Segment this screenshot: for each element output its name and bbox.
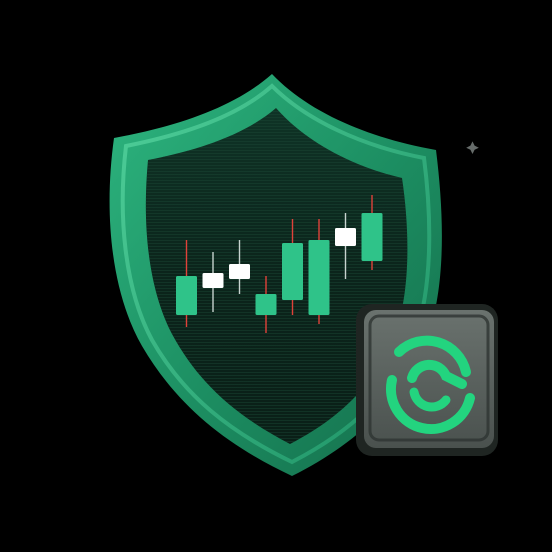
logo-outer-arc bbox=[394, 335, 471, 377]
badge-bevel bbox=[368, 314, 490, 442]
bull-candle bbox=[176, 276, 197, 315]
bull-candle bbox=[361, 213, 383, 261]
shield-rim-highlight bbox=[120, 83, 432, 465]
bull-candle bbox=[255, 294, 277, 315]
bull-candle bbox=[308, 240, 330, 315]
bull-candle bbox=[282, 243, 303, 300]
bear-candle bbox=[335, 228, 356, 246]
candlestick-chart-icon bbox=[176, 195, 383, 333]
c-logo-badge-icon bbox=[356, 304, 498, 456]
c-logo-icon bbox=[386, 335, 475, 434]
sparkle-icon bbox=[466, 141, 479, 154]
logo-center-arc bbox=[409, 387, 451, 412]
shield-icon bbox=[109, 74, 442, 476]
bear-candle bbox=[202, 273, 224, 288]
shield-texture bbox=[145, 108, 408, 444]
logo-lower-arc bbox=[386, 375, 475, 434]
logo-inner-arc bbox=[407, 359, 467, 389]
bear-candle bbox=[229, 264, 250, 279]
